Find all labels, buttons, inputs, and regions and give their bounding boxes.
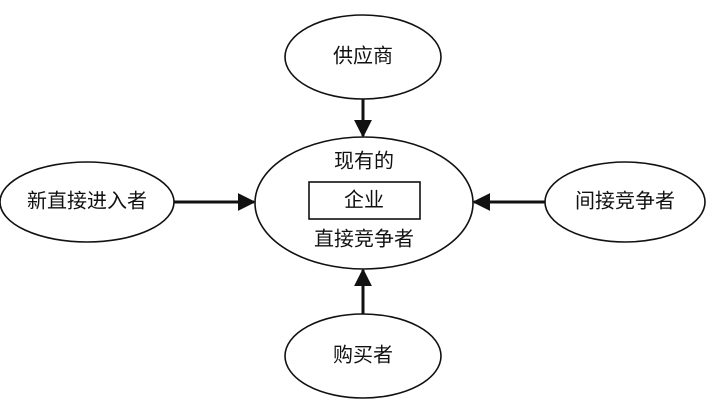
center-label-top: 现有的 xyxy=(334,149,394,173)
buyer-label: 购买者 xyxy=(333,343,393,367)
supplier-node: 供应商 xyxy=(284,14,442,100)
indirect-competitor-node: 间接竞争者 xyxy=(544,161,706,243)
indirect-competitor-label: 间接竞争者 xyxy=(575,189,675,213)
supplier-label: 供应商 xyxy=(333,44,393,68)
new-entrant-node: 新直接进入者 xyxy=(0,161,175,243)
center-node: 现有的 企业 直接竞争者 xyxy=(254,136,474,270)
buyer-node: 购买者 xyxy=(284,313,442,399)
new-entrant-label: 新直接进入者 xyxy=(27,189,147,213)
firm-box-label: 企业 xyxy=(344,188,384,212)
center-label-bottom: 直接竞争者 xyxy=(314,227,414,251)
firm-box xyxy=(308,181,421,220)
